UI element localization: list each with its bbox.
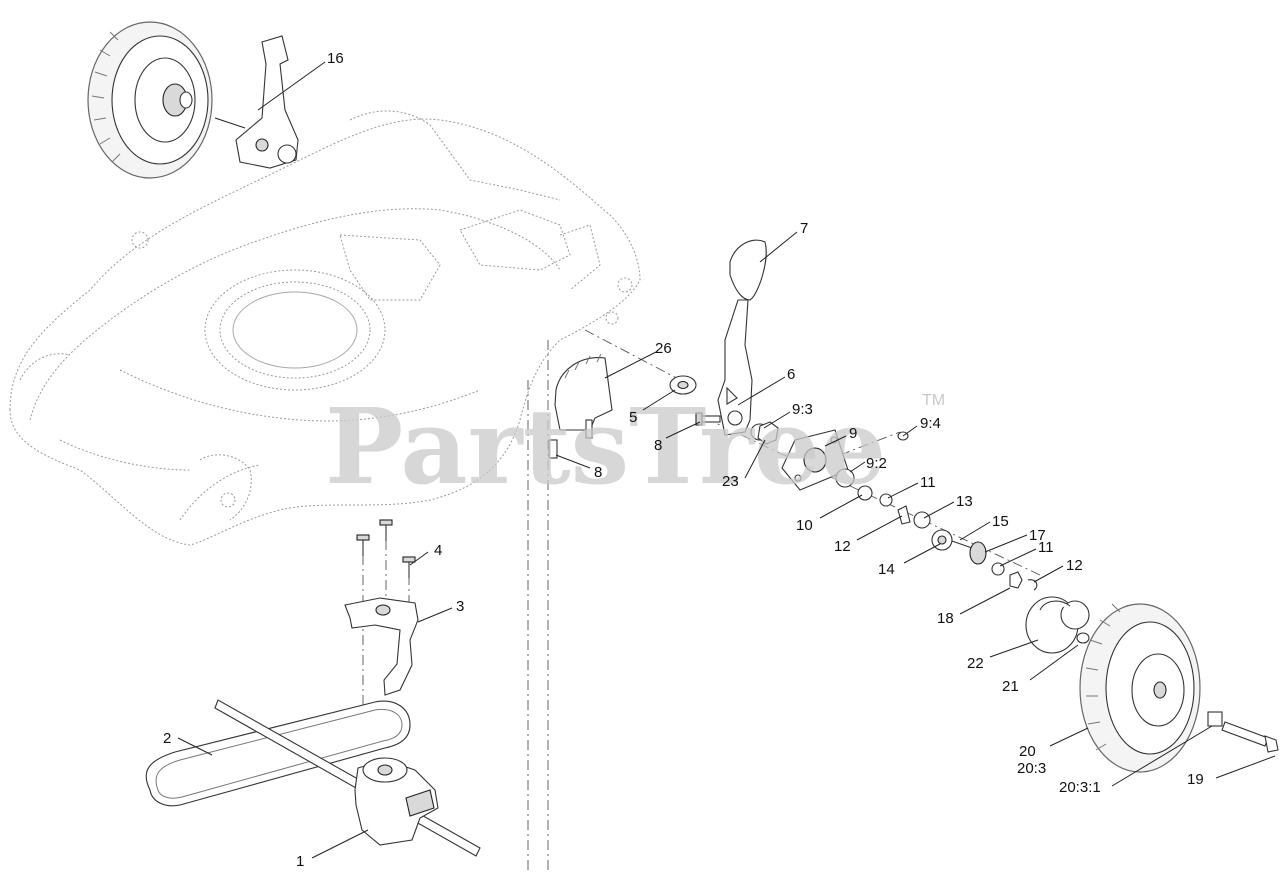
callout-12-upper: 12: [834, 538, 851, 555]
callout-14: 14: [878, 561, 895, 578]
pivot-bracket: [781, 429, 849, 491]
callout-26: 26: [655, 340, 672, 357]
front-wheel: [1079, 603, 1201, 773]
callout-18: 18: [937, 610, 954, 627]
adjuster-bracket: [548, 353, 613, 459]
callout-15: 15: [992, 513, 1009, 530]
transmission-bracket: [344, 597, 419, 696]
watermark-trademark: TM: [922, 392, 945, 409]
callout-20-3: 20:3: [1017, 760, 1046, 777]
callout-11-lower: 11: [1038, 539, 1054, 556]
bushing-9-2: [835, 468, 855, 488]
callout-13: 13: [956, 493, 973, 510]
callout-9-3: 9:3: [792, 401, 813, 418]
screws: [356, 519, 416, 578]
callout-23: 23: [722, 473, 739, 490]
axle-bolt: [1207, 711, 1279, 753]
callout-12-lower: 12: [1066, 557, 1083, 574]
mower-deck: [9, 110, 641, 546]
callout-5: 5: [629, 409, 637, 426]
callout-1: 1: [296, 853, 304, 870]
callout-11-upper: 11: [920, 474, 936, 491]
washer-5: [669, 375, 697, 395]
nut-23: [757, 421, 779, 445]
callout-4: 4: [434, 542, 442, 559]
callout-16: 16: [327, 50, 344, 67]
bolt-8-upper: [695, 412, 721, 426]
callout-8-lower: 8: [594, 464, 602, 481]
height-adjuster-lever: [214, 35, 299, 169]
callout-2: 2: [163, 730, 171, 747]
wheel-hub-cap: [1025, 596, 1090, 654]
watermark-text: PartsTree: [325, 385, 886, 508]
callout-9-4: 9:4: [920, 415, 941, 432]
callout-7: 7: [800, 220, 808, 237]
transmission: [354, 757, 439, 846]
callout-20-3-1: 20:3:1: [1059, 779, 1101, 796]
callout-9-2: 9:2: [866, 455, 887, 472]
assembly-lines: [362, 329, 1041, 870]
rear-wheel-top: [87, 21, 213, 179]
callout-20: 20: [1019, 743, 1036, 760]
callout-17: 17: [1029, 527, 1046, 544]
callout-8-upper: 8: [654, 437, 662, 454]
drive-belt: [145, 700, 411, 807]
callout-19: 19: [1187, 771, 1204, 788]
callout-3: 3: [456, 598, 464, 615]
callout-21: 21: [1002, 678, 1019, 695]
washer-stack: [857, 485, 1038, 591]
callout-9: 9: [849, 425, 857, 442]
callouts: 16 7 26 6 5 9:3 9:4 8 9 8 23 9:2 11 13 1…: [163, 50, 1204, 870]
callout-22: 22: [967, 655, 984, 672]
callout-10: 10: [796, 517, 813, 534]
leader-lines: [177, 61, 1276, 859]
watermark: PartsTree TM: [325, 385, 945, 508]
callout-6: 6: [787, 366, 795, 383]
